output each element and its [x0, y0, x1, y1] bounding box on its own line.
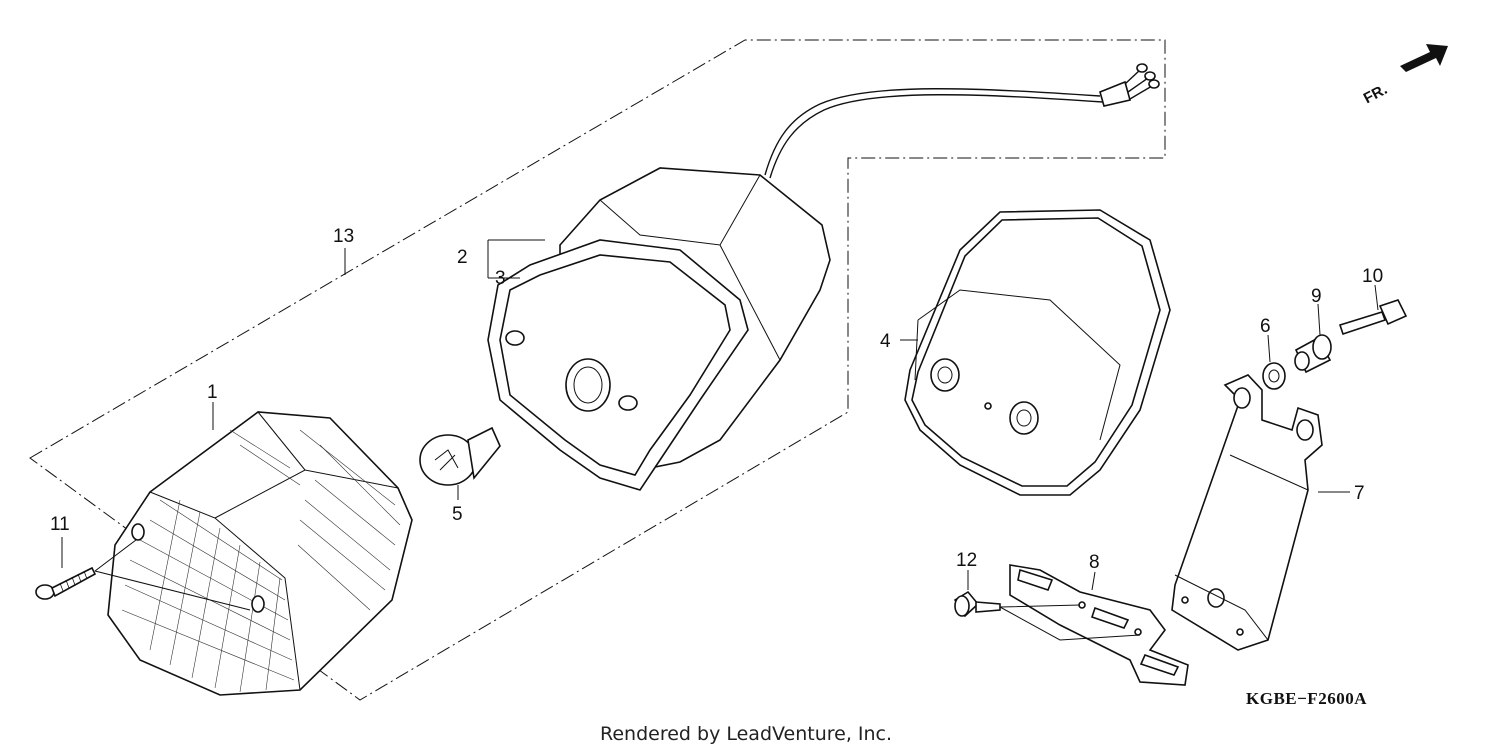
- part-bracket-8[interactable]: [1009, 564, 1189, 686]
- callout-6: 6: [1260, 316, 1271, 337]
- assembly-13-boundary: [29, 39, 1166, 701]
- part-collar-9[interactable]: [1294, 334, 1332, 374]
- part-bolt-12[interactable]: [953, 590, 1001, 618]
- render-credit: Rendered by LeadVenture, Inc.: [600, 723, 892, 745]
- screw-11-leader: [94, 539, 251, 611]
- part-washer-6[interactable]: [1262, 362, 1286, 390]
- part-bracket-7[interactable]: [1171, 374, 1323, 651]
- callout-8: 8: [1089, 552, 1100, 573]
- callout-2: 2: [457, 247, 468, 268]
- part-bolt-10[interactable]: [1338, 299, 1408, 336]
- front-direction-arrow-icon: FR.: [1361, 44, 1448, 107]
- callout-5: 5: [452, 504, 463, 525]
- callout-3: 3: [495, 268, 506, 289]
- part-screw-11[interactable]: [35, 566, 97, 600]
- part-housing[interactable]: [487, 63, 1160, 491]
- callout-4: 4: [880, 331, 891, 352]
- bracket-2-3: [487, 239, 545, 279]
- part-lens[interactable]: [107, 411, 413, 696]
- callout-13: 13: [333, 226, 354, 247]
- callout-7: 7: [1354, 483, 1365, 504]
- bolt-12-leader: [999, 604, 1141, 641]
- callout-10: 10: [1362, 266, 1383, 287]
- part-base[interactable]: [904, 209, 1171, 496]
- callout-9: 9: [1311, 286, 1322, 307]
- diagram-code: KGBE−F2600A: [1246, 689, 1367, 708]
- callout-1: 1: [207, 382, 218, 403]
- callout-11: 11: [50, 514, 70, 535]
- front-direction-label: FR.: [1361, 81, 1390, 107]
- part-bulb[interactable]: [419, 426, 501, 486]
- callout-12: 12: [956, 550, 977, 571]
- leader-lines: [61, 248, 1379, 591]
